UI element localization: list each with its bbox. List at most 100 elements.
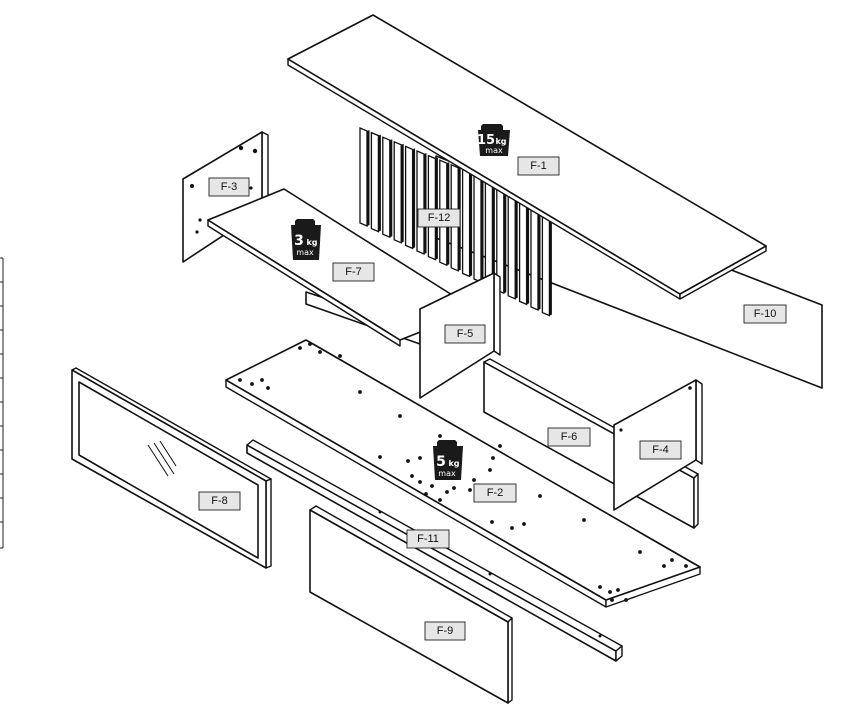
weight-top-value: 15 [477,133,495,148]
label-f9: F-9 [424,621,466,641]
f12-slat [507,186,516,300]
f2-hole [616,588,620,592]
label-f2-text: F-2 [487,487,504,499]
part-f9-drawer-front [309,505,513,704]
label-f6-text: F-6 [561,431,578,443]
f2-hole [610,598,614,602]
f2-hole [406,459,410,463]
f12-slat [393,140,402,244]
weight-limit-badge-top: 15 kg max [477,124,510,156]
f12-slat [518,191,528,306]
f12-slat-edge [469,171,473,277]
f12-slat [404,145,414,250]
label-f3-text: F-3 [221,181,238,193]
f12-slat-edge [412,148,416,249]
f2-hole [472,478,476,482]
f12-slat-edge [515,189,518,299]
f2-hole [238,378,242,382]
f2-hole [438,498,442,502]
parts-table-fragment [0,257,4,549]
f2-hole [378,455,382,459]
f2-hole [598,585,602,589]
f2-hole [424,492,428,496]
f2-hole [624,598,628,602]
f12-slat [370,131,380,233]
part-f8-glass-door [71,367,272,569]
f2-hole [358,390,362,394]
f2-hole [438,434,442,438]
f2-hole [468,488,472,492]
f2-hole [410,474,414,478]
weight-shelf-unit: kg [306,238,317,247]
label-f10-text: F-10 [754,308,777,320]
label-f4-text: F-4 [652,444,669,456]
f12-slat [427,154,437,261]
f2-hole [318,350,322,354]
f2-hole [398,414,402,418]
f2-hole [491,456,495,460]
f2-hole [298,346,302,350]
f2-hole [452,486,456,490]
f12-slat-edge [481,176,484,282]
weight-top-unit: kg [495,137,506,146]
weight-shelf-max: max [296,248,314,257]
f2-hole [582,518,586,522]
label-f9-text: F-9 [437,625,454,637]
label-f1: F-1 [517,156,560,176]
f2-hole [260,378,264,382]
f12-slat-edge [378,134,381,232]
label-f5-text: F-5 [457,328,474,340]
part-f1-top-panel [287,14,767,300]
weight-top-max: max [485,146,503,155]
label-f7: F-7 [332,262,375,282]
f2-hole [418,456,422,460]
f12-slat [484,177,494,289]
f2-hole [488,468,492,472]
f2-hole [662,564,666,568]
label-f7-text: F-7 [345,266,362,278]
f12-slat-edge [492,180,495,288]
label-f2: F-2 [473,483,517,503]
label-f5: F-5 [444,324,486,344]
f2-hole [418,480,422,484]
f12-slat [382,136,391,239]
f12-slat-edge [389,139,393,238]
f2-hole [266,386,270,390]
f12-slat [416,150,425,255]
label-f8-text: F-8 [211,495,228,507]
label-f11: F-11 [406,529,450,549]
label-f8: F-8 [198,491,241,511]
f2-hole [510,526,514,530]
label-f4: F-4 [639,440,682,460]
f2-hole [670,558,674,562]
f12-slat-edge [538,199,541,310]
f2-hole [250,382,254,386]
label-f6: F-6 [547,427,591,447]
part-f12-slats [359,127,552,317]
label-f12-text: F-12 [428,212,451,224]
f12-slat [359,127,368,227]
f12-slat-edge [424,153,427,254]
part-f2-bottom-panel [225,339,701,608]
f2-hole [308,342,312,346]
f12-slat [473,173,482,283]
f12-slat-edge [526,194,530,305]
weight-limit-badge-bottom: 5 kg max [433,440,463,480]
f2-hole [490,520,494,524]
f2-hole [445,490,449,494]
weight-bottom-unit: kg [448,459,459,468]
f2-hole [638,550,642,554]
f2-drill-holes [238,342,688,602]
f2-hole [338,354,342,358]
f12-slat-edge [367,130,370,226]
label-f3: F-3 [208,177,250,197]
label-f1-text: F-1 [530,160,547,172]
f2-hole [498,444,502,448]
f2-hole [430,484,434,488]
label-f12: F-12 [417,208,461,228]
f2-hole [522,522,526,526]
f12-slat-edge [401,143,404,243]
f12-slat [461,168,471,278]
f12-slat-edge [549,203,552,316]
